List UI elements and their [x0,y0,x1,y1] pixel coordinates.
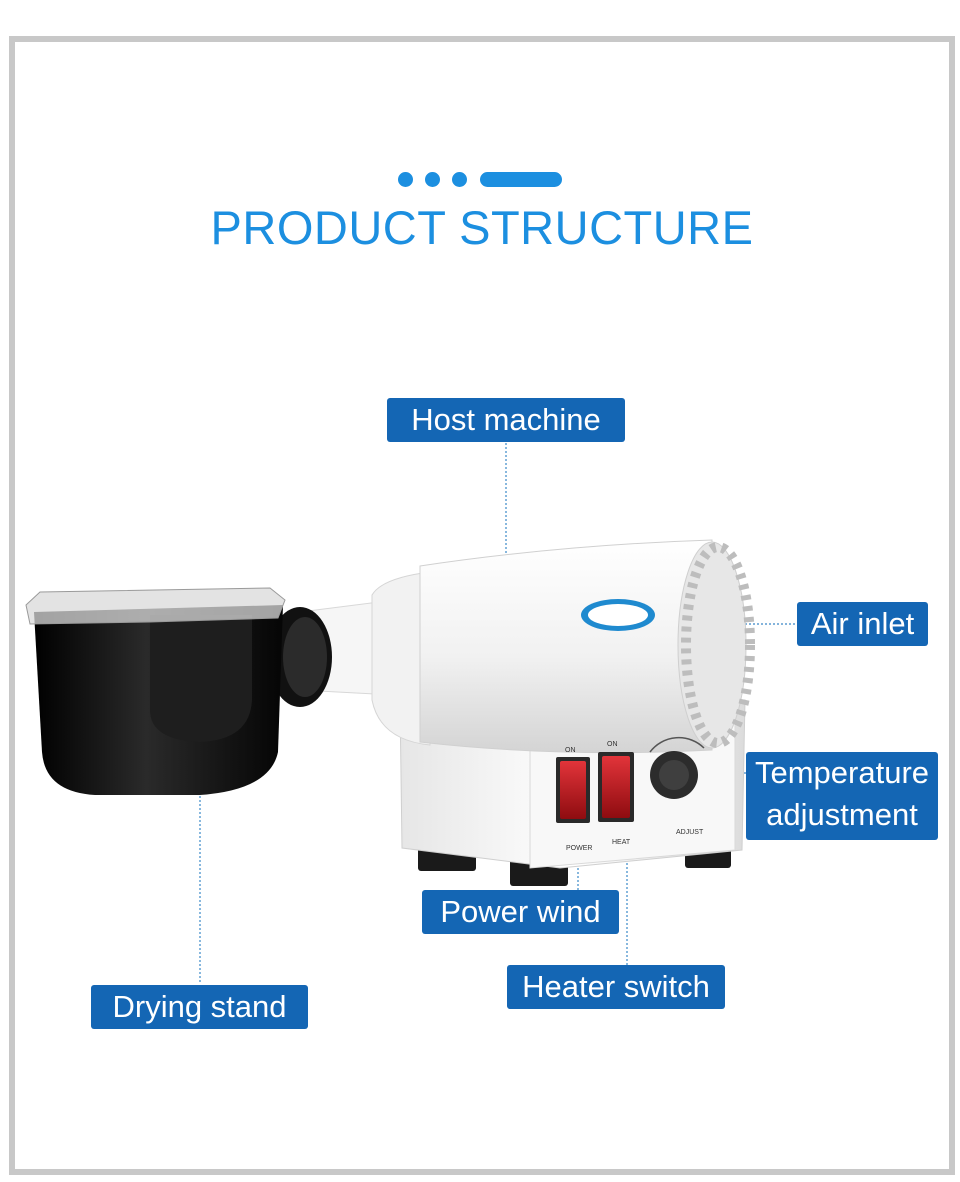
air-inlet-vents [681,542,755,748]
brand-logo-inner [588,604,648,626]
neck-flare [371,571,431,746]
label-host-machine: Host machine [387,398,625,442]
label-temperature-line1: Temperature [754,755,930,790]
label-temperature-line2: adjustment [766,797,918,832]
power-switch[interactable] [560,761,586,819]
drying-stand-slot [150,615,252,742]
heat-marking: HEAT [612,839,631,846]
heat-switch[interactable] [602,756,630,818]
temperature-knob-cap [659,760,689,790]
adjust-marking: ADJUST [676,829,704,836]
power-marking: POWER [566,845,592,852]
decor-dot [452,172,467,187]
label-power-wind: Power wind [422,890,619,934]
power-on-marking: ON [565,747,576,754]
drying-stand-lid [25,587,286,625]
label-temperature-adjustment: Temperature adjustment [746,752,938,840]
decor-dot [398,172,413,187]
page-title: PRODUCT STRUCTURE [210,201,754,254]
label-drying-stand: Drying stand [91,985,308,1029]
page-frame [9,36,955,1175]
host-body [419,539,713,754]
decor-dot [425,172,440,187]
label-air-inlet: Air inlet [797,602,928,646]
decor-bar [480,172,562,187]
label-heater-switch: Heater switch [507,965,725,1009]
air-inlet-cap [677,541,747,749]
heat-on-marking: ON [607,741,618,748]
coupling-ring-inner [283,617,327,697]
knob-scale [649,736,705,753]
